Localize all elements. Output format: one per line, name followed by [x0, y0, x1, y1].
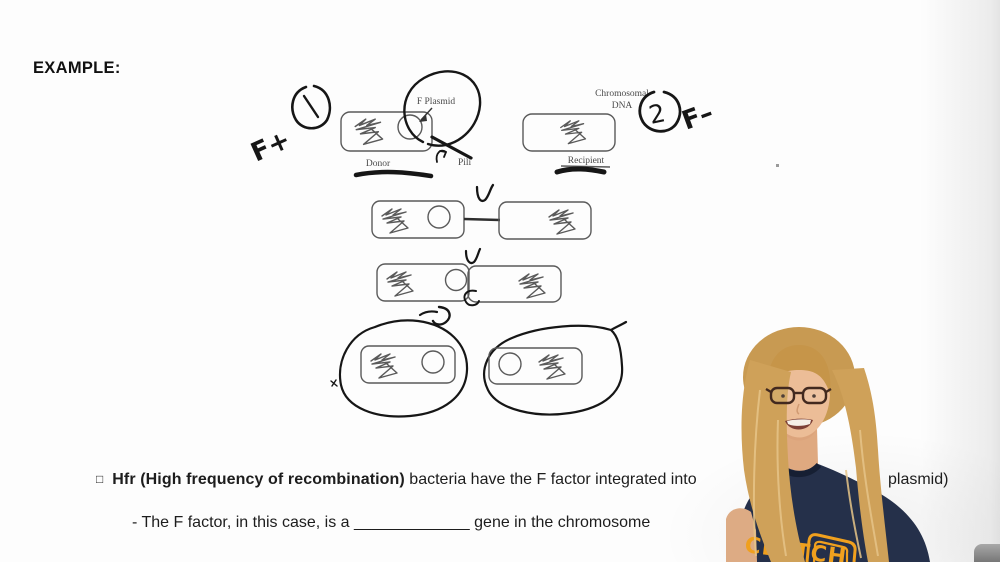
presenter-mouth [785, 418, 813, 430]
recipient-cell [522, 113, 616, 152]
example-heading: EXAMPLE: [33, 59, 121, 77]
label-donor: Donor [366, 159, 391, 169]
step2-circle-annotation: 2 [638, 90, 682, 133]
donor-underline-marker [353, 169, 434, 179]
donor-genotype-annotation: F+ [247, 125, 295, 168]
resulting-cells [330, 319, 628, 418]
bullet-square: □ [96, 472, 104, 486]
hfr-fill-in-line: - The F factor, in this case, is a _____… [132, 514, 651, 531]
hfr-definition-text: bacteria have the F factor integrated in… [404, 471, 697, 488]
label-f-plasmid: F Plasmid [417, 97, 456, 107]
stray-mark [776, 164, 779, 167]
result-left-loop [338, 319, 469, 418]
label-chromosomal-dna-2: DNA [612, 101, 633, 111]
presenter-eye-right [812, 394, 816, 398]
step1-circle-annotation [291, 84, 332, 130]
hfr-definition-line: □ Hfr (High frequency of recombination) b… [96, 471, 697, 489]
chromosome-doodle [354, 118, 384, 146]
checkmark-icon [475, 183, 495, 203]
presenter-nose [796, 403, 800, 415]
pili-arrow-icon [435, 149, 447, 163]
result-right-loop [483, 320, 628, 416]
shirt-logo-shield [805, 533, 857, 562]
label-pili: Pili [458, 158, 472, 168]
hfr-definition-tail: plasmid) [888, 471, 949, 488]
conjugation-pair [371, 200, 592, 240]
label-chromosomal-dna-1: Chromosomal [595, 89, 649, 99]
recipient-underline-marker [554, 166, 607, 175]
arrow-d-annotation [418, 305, 451, 326]
chin-shadow [782, 430, 816, 441]
recipient-genotype-annotation: F– [678, 98, 717, 137]
f-plasmid-circle [397, 114, 423, 140]
presenter-glasses [765, 386, 832, 405]
donor-cell [340, 111, 433, 152]
corner-object [974, 544, 1000, 562]
presenter-arm [726, 508, 757, 562]
presenter-hair-right [832, 368, 889, 562]
recipient-underline [560, 165, 611, 168]
step2-number: 2 [646, 98, 668, 130]
hair-highlights [752, 389, 879, 559]
presenter-video-overlay: CLUTCH [726, 327, 930, 562]
conjugation-bridge [463, 217, 501, 222]
plasmid-transfer-pair [376, 263, 562, 307]
f-plasmid-pointer-arrow [419, 107, 433, 122]
hfr-term: Hfr (High frequency of recombination) [112, 471, 405, 488]
transfer-squiggle [463, 289, 480, 307]
presenter-bangs [767, 345, 831, 394]
checkmark-icon [464, 247, 482, 265]
presenter-eye-left [781, 394, 785, 398]
f-plasmid-loop-annotation [403, 70, 482, 147]
pili-line [430, 135, 473, 160]
label-recipient: Recipient [568, 156, 605, 166]
chromosome-doodle [560, 120, 587, 145]
asterisk-mark [330, 379, 338, 387]
